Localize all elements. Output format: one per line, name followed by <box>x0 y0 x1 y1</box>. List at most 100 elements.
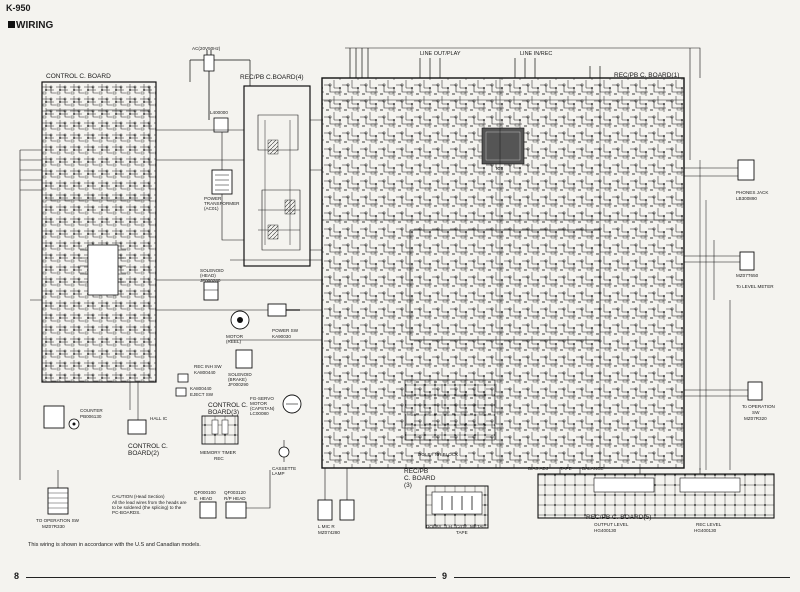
label-ac-outlet: AC(20V50Hz) <box>192 46 221 51</box>
label-recpb-board-5: REC/PB C. BOARD(5) <box>586 514 652 521</box>
label-rec-inh-sw-2: KA800440 <box>194 370 216 375</box>
power-transformer-icon <box>211 132 244 241</box>
label-power-transformer-1: POWER <box>204 196 222 201</box>
section-title: WIRING <box>8 20 53 31</box>
label-output-level-1: OUTPUT LEVEL <box>594 522 629 527</box>
solenoid-head-icon <box>203 281 219 301</box>
label-power-transformer-3: (AC01) <box>204 206 219 211</box>
label-operation-sw-left-1: TO OPERATION SW <box>36 518 79 523</box>
label-rec-inh-sw-1: REC INH SW <box>194 364 222 369</box>
control-c-board-1 <box>41 81 157 383</box>
page-number-left: 8 <box>14 571 20 581</box>
label-control-c-board-3-1: CONTROL C. <box>208 402 248 409</box>
label-control-c-board-2-2: BOARD(2) <box>128 450 160 457</box>
label-recpb-board-3-3: (3) <box>404 482 412 489</box>
label-mic-2: MZ074280 <box>318 530 340 535</box>
power-switch-icon <box>267 303 300 317</box>
label-motor-reel-2: (REEL) <box>226 339 242 344</box>
label-dolby-nr-block: DOLBY NR BLOCK <box>418 452 459 457</box>
label-l400000: L400000 <box>210 110 228 115</box>
caution-line-2: to be soldered (the splicing) to the <box>112 505 182 510</box>
e-head-icon <box>199 501 217 519</box>
hall-ic-icon <box>127 419 147 435</box>
label-phones-jack-1: PHONES JACK <box>736 190 769 195</box>
label-memory-timer-2: REC <box>214 456 224 461</box>
footer-rule-right <box>454 577 790 578</box>
label-dolby: DOLBY <box>426 524 442 529</box>
label-cassette-lamp-1: CASSETTE <box>272 466 297 471</box>
label-operation-sw-right-1: To OPERATION <box>742 404 775 409</box>
label-operation-sw-right-3: MZ07R320 <box>744 416 767 421</box>
footer-rule-left <box>26 577 436 578</box>
label-bias-adj: BIAS ADJ <box>528 466 549 471</box>
label-balance: BALANCE <box>582 466 604 471</box>
label-eject-sw-1: KA800440 <box>190 386 212 391</box>
control-c-board-3 <box>201 415 239 445</box>
label-motor-reel-1: MOTOR <box>226 334 244 339</box>
caution-line-3: PC-BOARDS. <box>112 510 141 515</box>
label-solenoid-head-3: JF000280 <box>200 278 221 283</box>
rp-head-icon <box>225 470 271 519</box>
recpb-board-3 <box>425 485 489 529</box>
label-ic: IC1 <box>496 166 504 171</box>
label-solenoid-brake-2: (BRAKE) <box>228 377 247 382</box>
label-tape: TAPE <box>456 530 468 535</box>
label-control-c-board-2-1: CONTROL C. <box>128 443 168 450</box>
eject-switch-icon <box>175 387 187 397</box>
model-number: K-950 <box>6 3 31 13</box>
label-cro2-tape: CrO2 <box>456 524 467 529</box>
page-number-right: 9 <box>442 571 448 581</box>
fg-servo-motor-icon <box>282 394 302 414</box>
label-rec-level-2: HG400130 <box>694 528 717 533</box>
label-line-out-play: LINE OUT/PLAY <box>420 51 461 57</box>
label-power-sw-2: KA90030 <box>272 334 291 339</box>
recpb-board-4 <box>243 85 311 267</box>
label-lh-tape: LH <box>446 524 452 529</box>
mic-jacks-icon <box>317 468 355 521</box>
label-counter-1: COUNTER <box>80 408 103 413</box>
label-solenoid-head-1: SOLENOID <box>200 268 224 273</box>
label-tape-knob: TAPE <box>560 466 572 471</box>
label-rp-head-2: R/P HEAD <box>224 496 246 501</box>
label-solenoid-brake-3: JF000290 <box>228 382 249 387</box>
section-title-text: WIRING <box>16 20 54 31</box>
ac-plug-icon <box>203 50 215 120</box>
caution-title: CAUTION (Head Section) <box>112 494 165 499</box>
caution-line-1: All the lead wires from the heads are <box>112 500 187 505</box>
label-fg-servo-4: LC00080 <box>250 411 269 416</box>
label-solenoid-brake-1: SOLENOID <box>228 372 252 377</box>
label-level-meter-1: MZ07T650 <box>736 273 759 278</box>
label-control-c-board-3-2: BOARD(3) <box>208 409 240 416</box>
motor-reel-icon <box>230 310 250 330</box>
label-fg-servo-2: MOTOR <box>250 401 268 406</box>
label-rp-head-1: QF003120 <box>224 490 246 495</box>
label-e-head-1: QF000100 <box>194 490 216 495</box>
label-recpb-board-1: REC/PB C. BOARD(1) <box>614 72 680 79</box>
label-fg-servo-1: FG-SERVO <box>250 396 274 401</box>
solenoid-brake-icon <box>235 349 253 369</box>
wiring-note: This wiring is shown in accordance with … <box>28 542 201 548</box>
label-hall-ic: HALL IC <box>150 416 168 421</box>
label-fg-servo-3: (CAPSTAN) <box>250 406 275 411</box>
label-recpb-board-3-2: C. BOARD <box>404 475 436 482</box>
operation-sw-right-connector <box>684 300 763 470</box>
label-rec-level-1: REC LEVEL <box>696 522 722 527</box>
cassette-lamp-icon <box>278 440 290 462</box>
label-mic-1: L MIC R <box>318 524 335 529</box>
l400000-connector-icon <box>213 117 229 133</box>
section-bullet-icon <box>8 21 15 28</box>
label-operation-sw-left-2: MZ07R330 <box>42 524 65 529</box>
label-recpb-board-4: REC/PB C.BOARD(4) <box>240 74 304 81</box>
label-recpb-board-3-1: REC/PB <box>404 468 429 475</box>
label-eject-sw-2: EJECT SW <box>190 392 214 397</box>
recpb-board-5 <box>537 468 775 519</box>
label-level-meter-2: To LEVEL METER <box>736 284 774 289</box>
label-power-transformer-2: TRANSFORMER <box>204 201 240 206</box>
label-counter-2: PB006130 <box>80 414 102 419</box>
label-memory-timer-1: MEMORY TIMER <box>200 450 236 455</box>
label-phones-jack-2: LB300890 <box>736 196 757 201</box>
recpb-board-1 <box>321 77 685 469</box>
phones-jack-icon <box>684 159 755 181</box>
label-e-head-2: E. HEAD <box>194 496 213 501</box>
